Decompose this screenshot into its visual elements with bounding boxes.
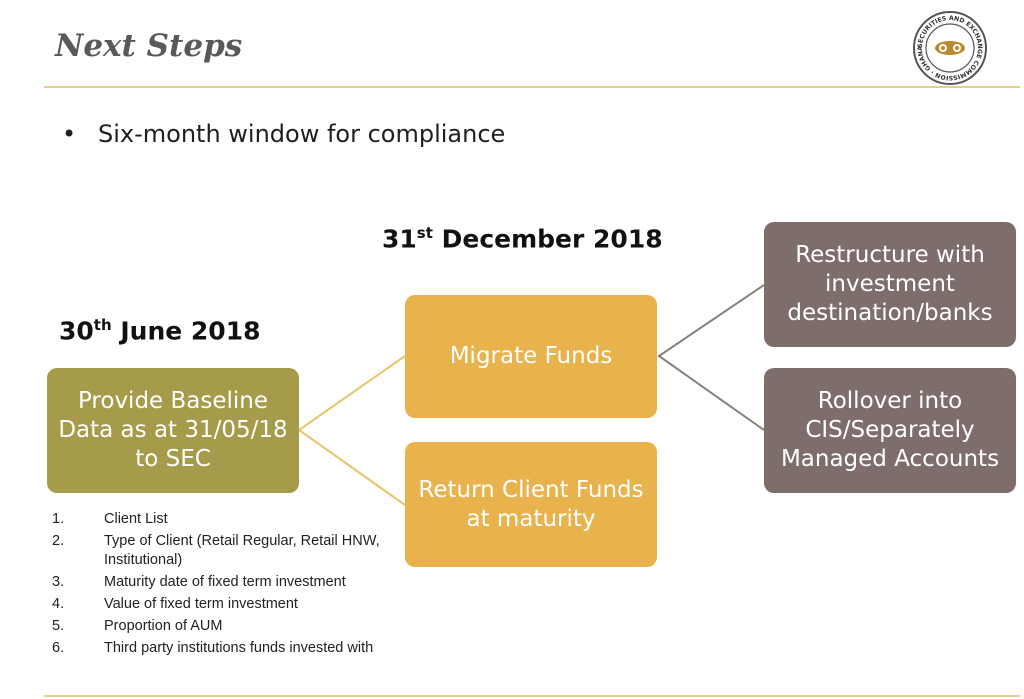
bullet-dot: •	[62, 120, 77, 148]
list-item: 5.Proportion of AUM	[52, 618, 223, 634]
connector-baseline-to-funds	[297, 355, 406, 506]
title-divider	[44, 86, 1020, 88]
restructure-box: Restructure with investment destination/…	[764, 222, 1016, 347]
provide-baseline-data-box: Provide Baseline Data as at 31/05/18 to …	[47, 368, 299, 493]
connector-migrate-to-options	[657, 284, 765, 431]
list-item: 3.Maturity date of fixed term investment	[52, 574, 346, 590]
migrate-funds-box: Migrate Funds	[405, 295, 657, 418]
date-label-june: 30th June 2018	[59, 316, 261, 346]
list-item: 2.Type of Client (Retail Regular, Retail…	[52, 533, 380, 568]
slide-title: Next Steps	[55, 28, 243, 64]
bullet-text: Six-month window for compliance	[98, 120, 506, 148]
list-item: 4.Value of fixed term investment	[52, 596, 298, 612]
return-client-funds-box: Return Client Funds at maturity	[405, 442, 657, 567]
date-label-december: 31st December 2018	[382, 224, 663, 254]
bullet-item: • Six-month window for compliance	[62, 120, 505, 148]
list-item: 1.Client List	[52, 511, 168, 527]
rollover-box: Rollover into CIS/Separately Managed Acc…	[764, 368, 1016, 493]
list-item: 6.Third party institutions funds investe…	[52, 640, 374, 656]
sec-ghana-seal-logo: SECURITIES AND EXCHANGE COMMISSION · GHA…	[912, 10, 987, 85]
baseline-data-list: 1.Client List 2.Type of Client (Retail R…	[52, 510, 432, 661]
footer-divider	[44, 695, 1020, 697]
